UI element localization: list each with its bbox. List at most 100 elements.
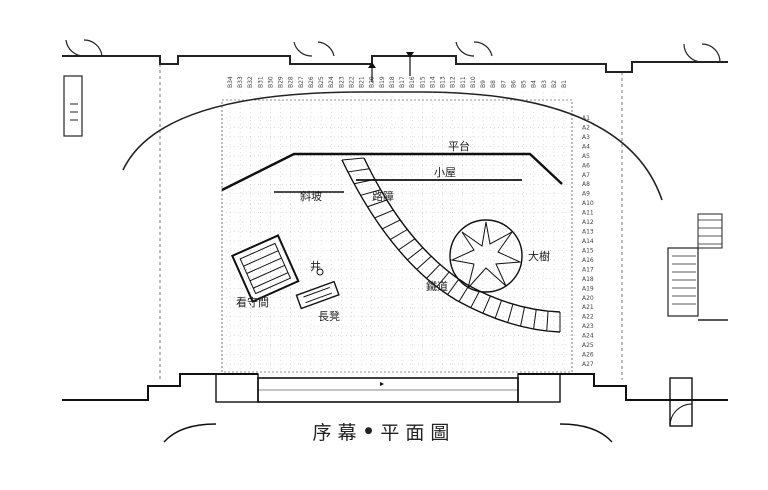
side-grid-label: A11 [582,210,594,217]
arrow-up-icon [368,62,376,68]
top-grid-label: B21 [359,76,366,88]
track-tie [458,285,470,302]
track-inner [363,157,561,313]
top-grid-label: B19 [379,76,386,88]
arrow-down-icon [406,52,414,58]
side-grid-labels: A1A2A3A4A5A6A7A8A9A10A11A12A13A14A15A16A… [582,115,594,368]
side-grid-label: A5 [582,153,590,160]
side-grid-label: A23 [582,323,594,330]
track-tie [360,189,381,196]
track-tie [494,300,503,319]
top-grid-label: B16 [409,76,416,88]
side-grid-label: A13 [582,229,594,236]
auditorium-arc [122,91,663,201]
track-tie [507,303,514,323]
side-grid-label: A26 [582,352,594,359]
door-swing-top-right [455,41,493,57]
slope-label: 斜坡 [300,190,322,203]
top-grid-label: B33 [237,76,244,88]
right-wing-box [517,373,561,403]
side-grid-label: A10 [582,200,594,207]
top-grid-label: B11 [460,76,467,88]
side-grid-label: A7 [582,172,590,179]
cabin-label: 看守間 [236,295,269,309]
lower-right-arc [559,423,613,443]
top-grid-label: B8 [490,80,497,88]
track-tie [347,168,370,173]
top-grid-label: B24 [328,76,335,88]
side-grid-label: A20 [582,295,594,302]
side-grid-label: A8 [582,181,590,188]
track-tie [447,278,460,295]
well [316,268,324,276]
top-grid-label: B34 [227,76,234,88]
top-grid-label: B4 [531,80,538,88]
side-grid-label: A3 [582,134,590,141]
track-tie [482,295,491,314]
tree-roots [450,221,522,289]
top-grid-label: B29 [278,76,285,88]
hut-label: 小屋 [434,166,456,179]
lower-right-door [669,377,693,427]
top-grid-label: B6 [510,80,517,88]
top-grid-label: B28 [288,76,295,88]
caption-title: 序幕 [312,422,363,444]
stage-grid [222,92,578,372]
top-grid-label: B13 [440,76,447,88]
top-grid-label: B10 [470,76,477,88]
caption-subtitle: 平面圖 [380,422,456,444]
side-grid-label: A18 [582,276,594,283]
left-wing-box [215,373,259,403]
top-grid-label: B22 [348,76,355,88]
side-grid-label: A1 [582,115,590,122]
side-grid-label: A12 [582,219,594,226]
top-wall [62,55,728,73]
track-tie [533,309,537,330]
top-grid-label: B26 [308,76,315,88]
side-grid-label: A16 [582,257,594,264]
track-tie [381,219,401,230]
top-grid-label: B3 [541,80,548,88]
stage-area [221,99,573,373]
platform [221,152,563,192]
side-grid-label: A24 [582,333,594,340]
tree-label: 大樹 [528,249,550,263]
track-tie [398,238,416,251]
top-grid-label: B23 [338,76,345,88]
top-grid-label: B30 [267,76,274,88]
top-grid-label: B9 [480,80,487,88]
top-grid-label: B15 [419,76,426,88]
track-tie [389,229,408,240]
left-stair [63,75,83,137]
top-grid-label: B18 [389,76,396,88]
door-swing-top-left [65,39,103,57]
bench-label: 長凳 [318,309,340,323]
cabin [230,234,300,303]
top-grid-label: B2 [551,80,558,88]
side-grid-label: A27 [582,361,594,368]
side-grid-label: A14 [582,238,594,245]
track-label: 鐵道 [426,279,448,293]
door-swing-top-mid [293,41,335,57]
track-tie [546,311,549,332]
top-grid-label: B32 [247,76,254,88]
track-tie [470,290,480,308]
track-tie [367,199,388,208]
top-grid-label: B14 [429,76,436,88]
track-tie [407,247,424,261]
side-grid-label: A22 [582,314,594,321]
track-tie [416,255,432,270]
bench [295,280,340,310]
track-tie [353,178,375,185]
platform-label: 平台 [448,139,470,153]
side-grid-label: A15 [582,247,594,254]
track-tie [341,157,365,161]
side-grid-label: A25 [582,342,594,349]
top-grid-label: B5 [521,80,528,88]
caption: 序幕●平面圖 [312,422,456,444]
track-tie [374,209,394,219]
door-swing-far-right [683,43,721,63]
side-grid-label: A21 [582,304,594,311]
lower-wall [62,373,728,401]
